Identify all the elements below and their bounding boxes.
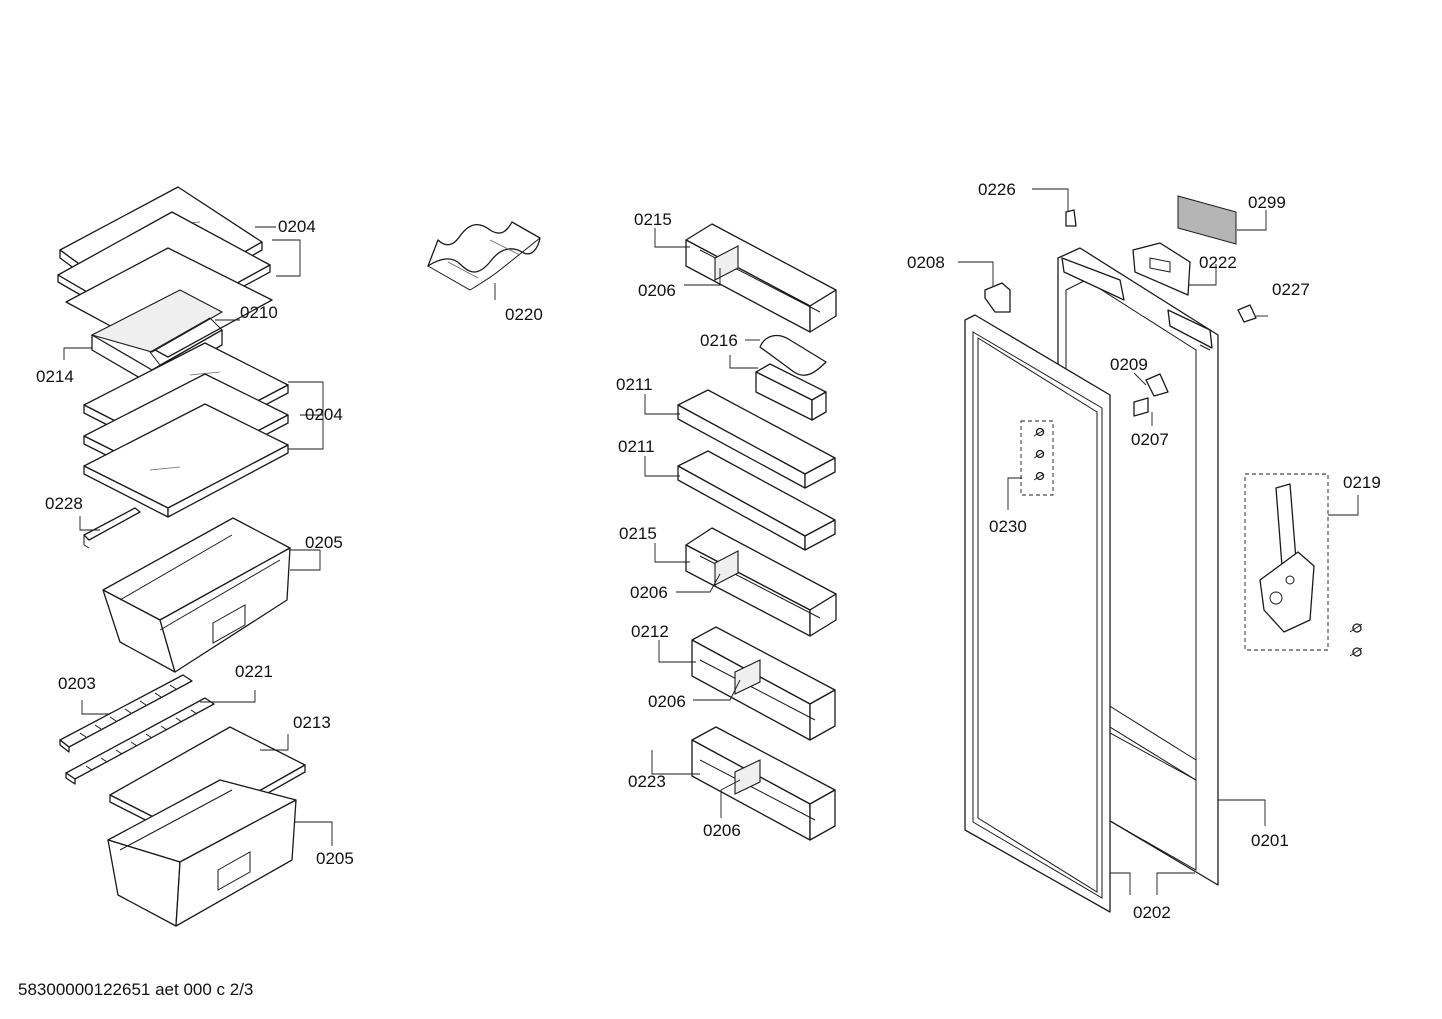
door-seal-0202 xyxy=(964,314,1111,913)
hinge-cover-0209-0207 xyxy=(1133,373,1169,417)
label-0206-d: 0206 xyxy=(703,821,741,840)
label-0201: 0201 xyxy=(1251,831,1289,850)
label-0203: 0203 xyxy=(58,674,96,693)
label-0223: 0223 xyxy=(628,772,666,791)
label-0205-upper: 0205 xyxy=(305,533,343,552)
label-0220: 0220 xyxy=(505,305,543,324)
label-0204-top: 0204 xyxy=(278,217,316,236)
label-0222: 0222 xyxy=(1199,253,1237,272)
part-labels: 0204 0210 0214 0204 0228 0205 0203 0221 … xyxy=(36,180,1381,922)
label-0206-c: 0206 xyxy=(648,692,686,711)
door-bin-0211-upper xyxy=(677,389,836,489)
label-0206-a: 0206 xyxy=(638,281,676,300)
label-0212: 0212 xyxy=(631,622,669,641)
label-0227: 0227 xyxy=(1272,280,1310,299)
door-bin-0215-lower xyxy=(685,527,837,637)
label-0221: 0221 xyxy=(235,662,273,681)
label-0202: 0202 xyxy=(1133,903,1171,922)
label-0228: 0228 xyxy=(45,494,83,513)
label-0211-lower: 0211 xyxy=(618,437,655,456)
egg-tray-0220 xyxy=(427,221,541,291)
crisper-drawer-upper xyxy=(102,517,291,673)
door-bin-0215-upper xyxy=(685,223,837,333)
label-0216: 0216 xyxy=(700,331,738,350)
crisper-drawer-lower xyxy=(107,779,297,927)
label-0215-upper: 0215 xyxy=(634,210,672,229)
label-0211-upper: 0211 xyxy=(616,375,653,394)
small-parts-top xyxy=(984,195,1257,323)
label-0209: 0209 xyxy=(1110,355,1148,374)
label-0207: 0207 xyxy=(1131,430,1169,449)
label-0205-lower: 0205 xyxy=(316,849,354,868)
door-bin-0223 xyxy=(691,726,836,841)
label-0214: 0214 xyxy=(36,367,74,386)
screws-0230 xyxy=(1020,420,1054,496)
door-bin-0212 xyxy=(691,626,836,741)
label-0210: 0210 xyxy=(240,303,278,322)
label-0226: 0226 xyxy=(978,180,1016,199)
label-0230: 0230 xyxy=(989,517,1027,536)
label-0299: 0299 xyxy=(1248,193,1286,212)
label-0213: 0213 xyxy=(293,713,331,732)
glass-shelf-lower-group xyxy=(83,342,289,518)
label-0204-lower: 0204 xyxy=(305,405,343,424)
shelf-strip-0228 xyxy=(83,507,141,549)
leader-lines xyxy=(63,188,1359,895)
label-0215-lower: 0215 xyxy=(619,524,657,543)
label-0206-b: 0206 xyxy=(630,583,668,602)
door-bin-0211-lower xyxy=(677,450,836,551)
drawing-number: 58300000122651 aet 000 c 2/3 xyxy=(18,980,254,999)
label-0208: 0208 xyxy=(907,253,945,272)
small-box-0216 xyxy=(755,334,827,421)
label-0219: 0219 xyxy=(1343,473,1381,492)
drawer-rails-0203-0221 xyxy=(59,674,215,785)
hinge-0219 xyxy=(1244,473,1363,657)
